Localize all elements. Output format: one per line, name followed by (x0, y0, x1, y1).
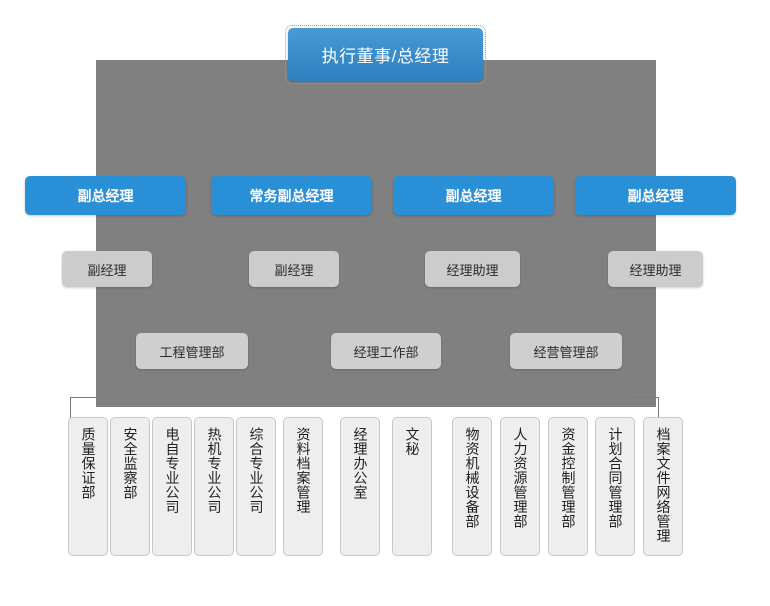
connector-left-horizontal (70, 397, 97, 398)
connector-right-vertical (658, 397, 659, 418)
node-label: 常务副总经理 (249, 187, 334, 204)
dept-box-thermal-company[interactable]: 热机专业公司 (194, 417, 234, 556)
dept-label: 计划合同管理部 (607, 427, 624, 529)
node-deputy-manager-2[interactable]: 副经理 (249, 251, 339, 287)
dept-box-archives-management[interactable]: 资料档案管理 (283, 417, 323, 556)
dept-label: 安全监察部 (122, 427, 139, 500)
node-label: 副经理 (87, 262, 127, 278)
node-label: 执行董事/总经理 (321, 47, 450, 66)
node-label: 经理工作部 (353, 344, 419, 360)
dept-label: 文秘 (404, 427, 421, 456)
dept-box-fund-control[interactable]: 资金控制管理部 (548, 417, 588, 556)
node-engineering-management-dept[interactable]: 工程管理部 (136, 333, 248, 369)
dept-box-quality-assurance[interactable]: 质量保证部 (68, 417, 108, 556)
dept-label: 热机专业公司 (206, 427, 223, 514)
node-label: 经营管理部 (533, 344, 599, 360)
connector-right-horizontal (632, 397, 659, 398)
node-label: 副总经理 (445, 187, 502, 204)
node-vice-president-1[interactable]: 副总经理 (25, 176, 186, 215)
node-label: 经理助理 (629, 262, 682, 278)
dept-box-safety-supervision[interactable]: 安全监察部 (110, 417, 150, 556)
node-executive-vice-president[interactable]: 常务副总经理 (211, 176, 372, 215)
node-label: 经理助理 (446, 262, 499, 278)
node-vice-president-3[interactable]: 副总经理 (575, 176, 736, 215)
dept-box-materials-equipment[interactable]: 物资机械设备部 (452, 417, 492, 556)
node-manager-work-dept[interactable]: 经理工作部 (331, 333, 441, 369)
dept-box-archive-network[interactable]: 档案文件网络管理 (643, 417, 683, 556)
node-operations-management-dept[interactable]: 经营管理部 (510, 333, 622, 369)
dept-box-electrical-company[interactable]: 电自专业公司 (152, 417, 192, 556)
node-label: 副总经理 (627, 187, 684, 204)
dept-label: 综合专业公司 (248, 427, 265, 514)
dept-label: 经理办公室 (352, 427, 369, 500)
node-label: 副经理 (274, 262, 314, 278)
dept-box-comprehensive-company[interactable]: 综合专业公司 (236, 417, 276, 556)
connector-left-vertical (70, 397, 71, 418)
dept-label: 资料档案管理 (295, 427, 312, 514)
dept-box-secretary[interactable]: 文秘 (392, 417, 432, 556)
dept-label: 档案文件网络管理 (655, 427, 672, 543)
node-executive-director[interactable]: 执行董事/总经理 (285, 25, 486, 84)
node-label: 副总经理 (77, 187, 134, 204)
node-deputy-manager-1[interactable]: 副经理 (62, 251, 152, 287)
node-vice-president-2[interactable]: 副总经理 (393, 176, 554, 215)
node-manager-assistant-1[interactable]: 经理助理 (425, 251, 520, 287)
dept-label: 电自专业公司 (164, 427, 181, 514)
dept-label: 物资机械设备部 (464, 427, 481, 529)
node-manager-assistant-2[interactable]: 经理助理 (608, 251, 703, 287)
dept-label: 人力资源管理部 (512, 427, 529, 529)
node-label: 工程管理部 (159, 344, 225, 360)
dept-label: 资金控制管理部 (560, 427, 577, 529)
dept-label: 质量保证部 (80, 427, 97, 500)
dept-box-manager-office[interactable]: 经理办公室 (340, 417, 380, 556)
dept-box-plan-contract[interactable]: 计划合同管理部 (595, 417, 635, 556)
dept-box-human-resources[interactable]: 人力资源管理部 (500, 417, 540, 556)
